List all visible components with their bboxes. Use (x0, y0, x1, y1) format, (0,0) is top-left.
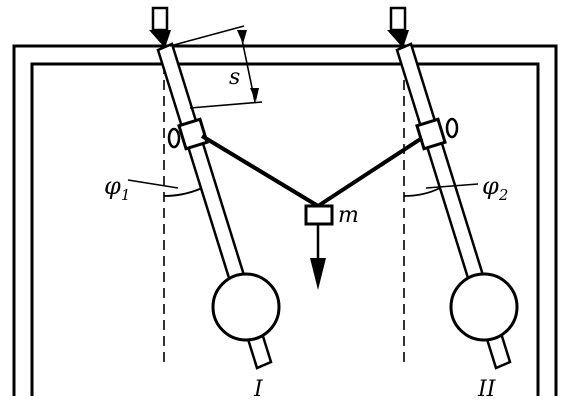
phi2-leader (425, 183, 479, 189)
angle-arc-phi2 (403, 187, 441, 197)
pendulum-bob-1 (211, 272, 281, 342)
vertical-reference-lines (163, 64, 405, 368)
pendulum-1 (127, 6, 281, 370)
dimension-s-ext-bottom (189, 101, 263, 109)
support-frame (12, 44, 558, 396)
phi1-leader (127, 179, 179, 189)
pivot-arrow-2 (387, 6, 409, 48)
label-pendulum-2: II (477, 377, 497, 402)
clamp-block-2 (415, 117, 447, 151)
mass-block (304, 204, 334, 226)
label-mass: m (338, 203, 359, 228)
clamp-block-1 (177, 117, 209, 151)
label-phi2-symbol: φ (482, 172, 499, 200)
label-phi1: φ1 (104, 172, 130, 204)
coupling-strings (200, 134, 424, 208)
label-phi2: φ2 (482, 172, 508, 204)
pendulum-bob-2 (449, 272, 519, 342)
hanging-mass (304, 204, 334, 290)
string-left (200, 134, 320, 208)
pivot-arrow-1 (149, 6, 171, 48)
string-right (316, 136, 424, 208)
clamp-screw-1 (167, 127, 181, 149)
angle-arc-phi1 (163, 187, 203, 197)
label-phi2-subscript: 2 (498, 186, 509, 204)
dimension-s (169, 25, 263, 109)
gravity-arrow-head (310, 258, 326, 290)
label-s: s (229, 65, 240, 90)
label-pendulum-1: I (253, 377, 264, 402)
label-phi1-subscript: 1 (121, 186, 131, 204)
label-phi1-symbol: φ (104, 172, 121, 200)
pendulum-2 (387, 6, 519, 370)
dimension-s-ext-top (169, 25, 245, 47)
clamp-screw-2 (445, 117, 459, 139)
